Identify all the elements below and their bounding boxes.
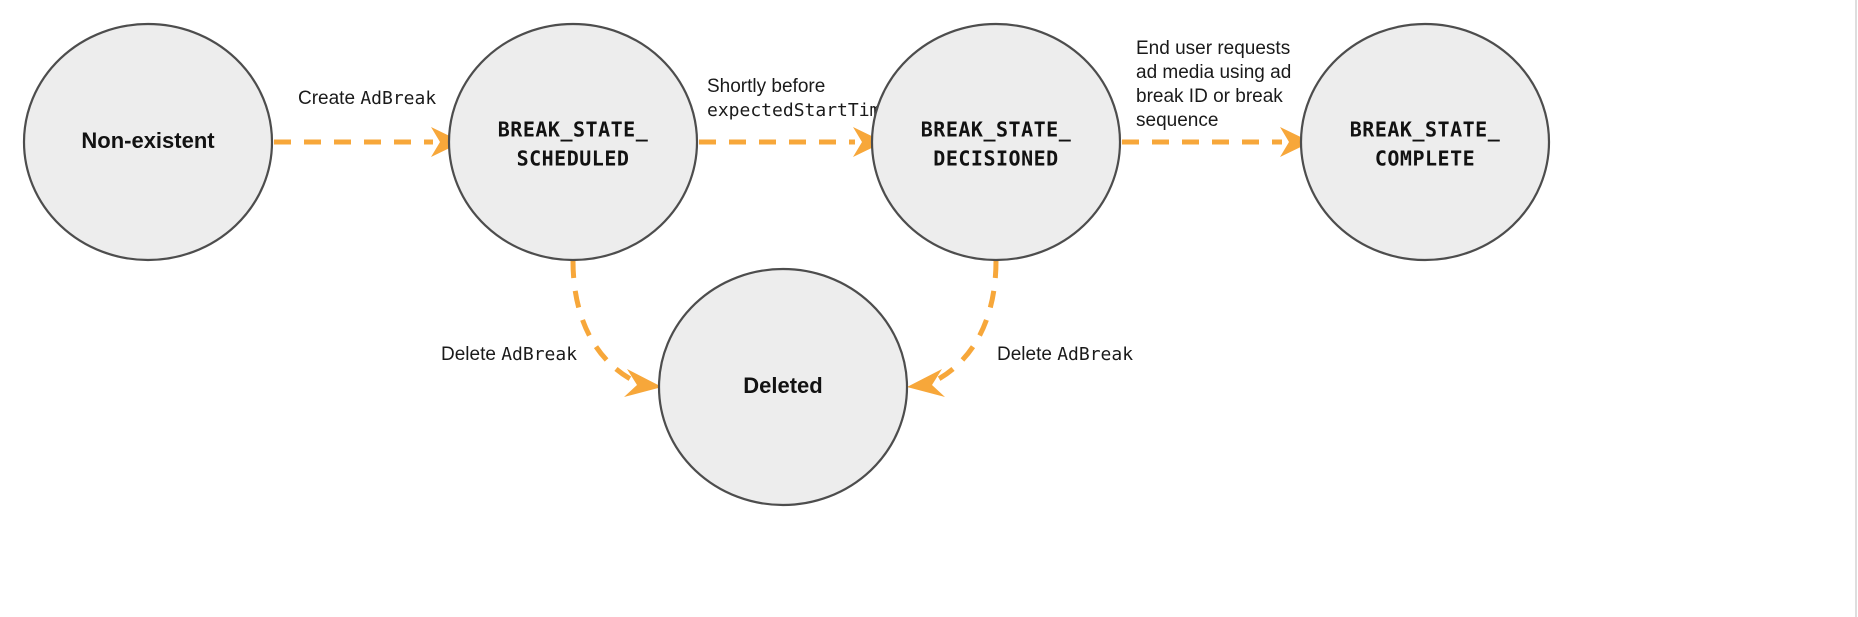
state-node-break-state-scheduled[interactable]: BREAK_STATE_ SCHEDULED [447,22,699,262]
edge-shortly-before-expected-start-time[interactable]: Shortly before expectedStartTime [699,76,891,157]
arrowhead-icon [1280,127,1311,157]
edge-delete-from-scheduled-label: Delete AdBreak [441,344,577,365]
node-layer: Non-existent BREAK_STATE_ SCHEDULED BREA… [22,22,1551,507]
node-ellipse [22,22,274,262]
state-node-deleted[interactable]: Deleted [657,267,909,507]
node-label-break-state-scheduled-line1: BREAK_STATE_ [498,118,649,142]
node-label-deleted: Deleted [743,373,822,398]
edge-create-adbreak-label: Create AdBreak [298,88,436,109]
state-node-break-state-decisioned[interactable]: BREAK_STATE_ DECISIONED [870,22,1122,262]
edge-layer: Create AdBreak Shortly before expectedSt… [274,38,1311,397]
node-label-break-state-complete-line1: BREAK_STATE_ [1350,118,1501,142]
edge-delete-adbreak-from-scheduled[interactable]: Delete AdBreak [441,260,662,397]
arrowhead-icon [624,369,662,397]
node-ellipse [657,267,909,507]
edge-delete-from-scheduled-line [570,260,636,384]
node-ellipse [1299,22,1551,262]
edge-delete-from-decisioned-label: Delete AdBreak [997,344,1133,365]
node-label-break-state-complete-line2: COMPLETE [1375,147,1475,171]
edge-create-adbreak[interactable]: Create AdBreak [274,88,462,157]
node-label-non-existent: Non-existent [81,128,215,153]
node-label-break-state-decisioned-line2: DECISIONED [933,147,1058,171]
edge-shortly-before-label: Shortly before expectedStartTime [707,76,891,121]
edge-end-user-requests-ad-media[interactable]: End user requests ad media using ad brea… [1122,38,1311,157]
arrowhead-icon [431,127,462,157]
arrowhead-icon [907,369,945,397]
edge-end-user-requests-label: End user requests ad media using ad brea… [1136,38,1297,131]
node-label-break-state-scheduled-line2: SCHEDULED [517,147,630,171]
state-node-non-existent[interactable]: Non-existent [22,22,274,262]
node-ellipse [870,22,1122,262]
node-label-break-state-decisioned-line1: BREAK_STATE_ [921,118,1072,142]
arrowhead-icon [853,127,884,157]
state-node-break-state-complete[interactable]: BREAK_STATE_ COMPLETE [1299,22,1551,262]
edge-delete-adbreak-from-decisioned[interactable]: Delete AdBreak [907,260,1133,397]
edge-delete-from-decisioned-line [933,260,999,384]
node-ellipse [447,22,699,262]
